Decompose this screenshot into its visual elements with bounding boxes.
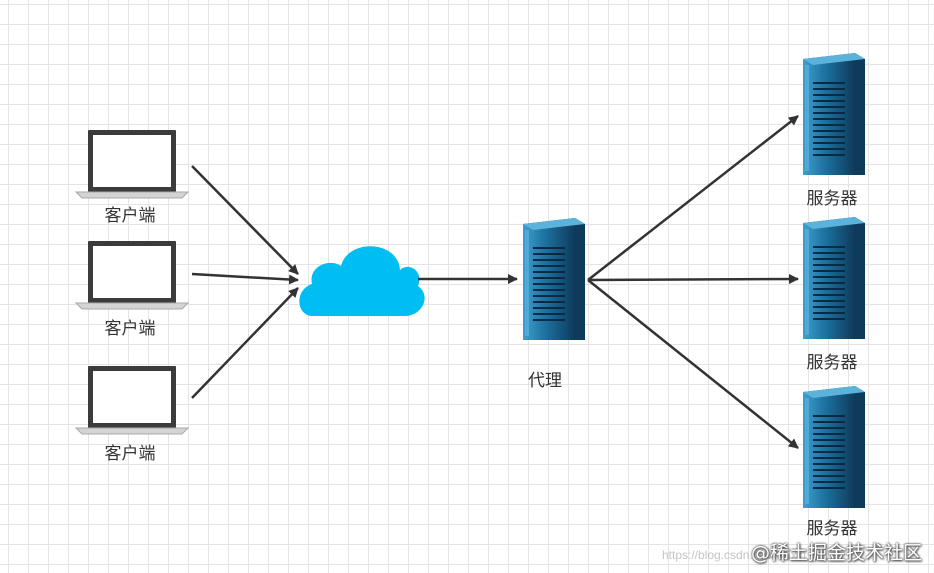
client-node-2: 客户端 [75, 240, 189, 339]
client-label: 客户端 [105, 444, 156, 464]
cloud-icon [299, 246, 425, 316]
laptop-icon [75, 129, 189, 199]
arrow-client3-to-cloud [191, 287, 299, 399]
server-node-2: 服务器 [802, 216, 866, 373]
client-node-1: 客户端 [75, 129, 189, 226]
arrow-proxy-to-server2 [587, 274, 799, 285]
server-icon [802, 52, 866, 176]
server-label: 服务器 [807, 353, 858, 373]
proxy-node: 代理 [522, 217, 586, 391]
watermark-brand: @稀土掘金技术社区 [750, 542, 922, 564]
laptop-icon [75, 240, 189, 310]
watermark: https://blog.csdn.net/weixin_ @稀土掘金技术社区 [662, 537, 922, 567]
server-label: 服务器 [807, 189, 858, 209]
server-node-1: 服务器 [802, 52, 866, 209]
proxy-label: 代理 [528, 371, 562, 391]
server-icon [802, 216, 866, 340]
laptop-icon [75, 365, 189, 435]
client-label: 客户端 [105, 319, 156, 339]
arrow-client1-to-cloud [191, 165, 299, 275]
proxy-server-icon [522, 217, 586, 341]
server-icon [802, 385, 866, 509]
arrow-client2-to-cloud [191, 272, 299, 285]
client-label: 客户端 [105, 206, 156, 226]
server-label: 服务器 [807, 519, 858, 539]
arrow-proxy-to-server1 [587, 115, 799, 281]
client-node-3: 客户端 [75, 365, 189, 464]
arrow-proxy-to-server3 [587, 279, 799, 449]
watermark-url: https://blog.csdn.net/weixin_ [662, 548, 813, 562]
server-node-3: 服务器 [802, 385, 866, 539]
